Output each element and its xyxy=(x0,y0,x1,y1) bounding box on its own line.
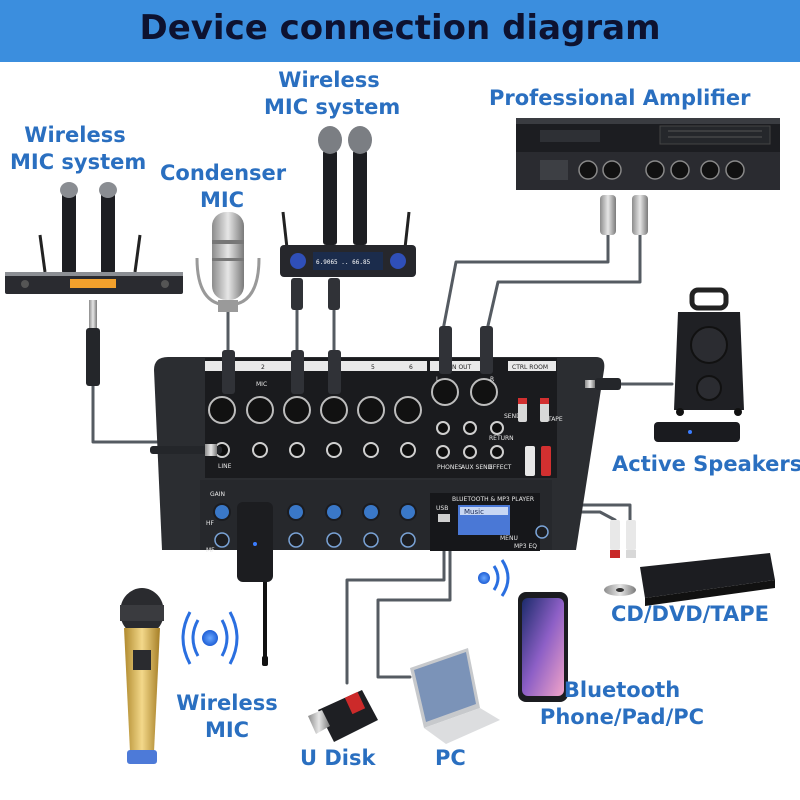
gain-label: GAIN xyxy=(210,491,225,498)
player-button-mp3-eq: MP3 EQ xyxy=(514,543,537,550)
label-line: Wireless xyxy=(176,691,278,715)
label-u-disk: U Disk xyxy=(300,746,376,770)
professional-amplifier xyxy=(516,118,780,190)
usb-label: USB xyxy=(436,505,448,512)
label-wireless-mic-system-top: Wireless MIC system xyxy=(264,67,401,121)
ctrl-room-label: CTRL ROOM xyxy=(512,364,548,371)
xlr-plugs-top xyxy=(291,278,340,310)
cable-amp-2 xyxy=(485,231,642,332)
jack-label-aux-send: AUX SEND xyxy=(461,464,493,471)
mic-label: MIC xyxy=(256,381,267,388)
cable-amp-1 xyxy=(441,231,610,332)
tape-label: TAPE xyxy=(547,416,563,423)
label-pc: PC xyxy=(435,746,466,770)
top-wireless-receiver: 6.9065 .. 66.85 xyxy=(280,126,416,277)
label-line: MIC system xyxy=(264,95,401,119)
player-button-menu: MENU xyxy=(500,535,518,542)
main-out-channel-l: L xyxy=(436,376,440,383)
eq-label-hf: HF xyxy=(206,520,215,527)
wireless-mic-receiver-dongle xyxy=(237,502,273,666)
usb-card-reader xyxy=(308,690,378,742)
audio-mixer: 2 5 6 MAIN OUT CTRL ROOM MIC L R xyxy=(150,326,621,554)
main-out-channel-r: R xyxy=(490,376,494,383)
label-line: Wireless xyxy=(278,68,380,92)
wireless-wave-icon-mic xyxy=(181,611,239,665)
left-wireless-receiver xyxy=(5,182,183,294)
laptop-pc xyxy=(410,648,500,744)
smartphone xyxy=(518,592,568,702)
send-label: SEND xyxy=(504,413,521,420)
active-speaker-tower xyxy=(674,287,744,416)
label-line: Condenser xyxy=(160,161,287,185)
line-label: LINE xyxy=(218,463,232,470)
eq-label-mf: MF xyxy=(206,547,215,554)
condenser-microphone xyxy=(195,212,261,312)
player-title: BLUETOOTH & MP3 PLAYER xyxy=(452,496,534,503)
page-title: Device connection diagram xyxy=(139,8,661,48)
label-professional-amplifier: Professional Amplifier xyxy=(489,86,751,110)
label-wireless-mic-system-left: Wireless MIC system xyxy=(10,122,147,176)
label-cd-dvd-tape: CD/DVD/TAPE xyxy=(611,602,769,626)
soundbar-speaker xyxy=(654,422,740,442)
label-line: MIC xyxy=(199,188,245,212)
xlr-plugs-amplifier xyxy=(600,195,648,235)
rca-plugs-cd xyxy=(610,520,636,558)
main-out-label: MAIN OUT xyxy=(441,364,472,371)
wireless-wave-icon-phone xyxy=(478,559,510,597)
label-wireless-mic: Wireless MIC xyxy=(172,690,282,744)
rca-jacks xyxy=(518,398,551,476)
cable-pc xyxy=(376,530,452,679)
jack-label-effect: EFFECT xyxy=(489,464,512,471)
cable-udisk xyxy=(345,530,446,685)
label-condenser-mic: Condenser MIC xyxy=(160,160,287,214)
channel-number-5: 5 xyxy=(371,364,375,371)
cd-dvd-player xyxy=(604,553,775,606)
receiver-display: 6.9065 .. 66.85 xyxy=(316,259,371,266)
label-line: MIC xyxy=(204,718,250,742)
jack-label-phones: PHONES xyxy=(437,464,462,471)
jack-label-return: RETURN xyxy=(489,435,514,442)
channel-number-2: 2 xyxy=(261,364,265,371)
label-line: Phone/Pad/PC xyxy=(539,705,705,729)
player-lcd-text: Music xyxy=(464,508,484,516)
title-banner xyxy=(0,0,800,62)
handheld-wireless-microphone xyxy=(120,588,164,764)
label-line: Wireless xyxy=(24,123,126,147)
label-bluetooth-devices: Bluetooth Phone/Pad/PC xyxy=(522,677,722,731)
cables xyxy=(91,231,674,685)
jack-plug-left xyxy=(86,300,100,386)
label-line: Bluetooth xyxy=(563,678,681,702)
channel-number-6: 6 xyxy=(409,364,413,371)
label-active-speakers: Active Speakers xyxy=(612,452,800,476)
label-line: MIC system xyxy=(10,150,147,174)
